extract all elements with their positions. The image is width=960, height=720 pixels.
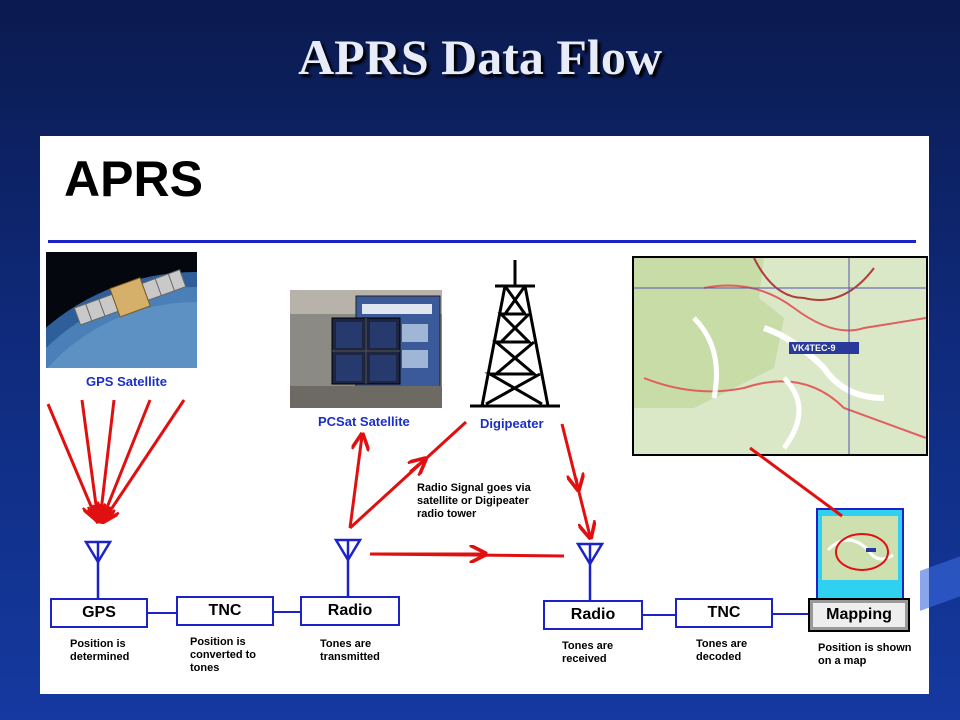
radio-receive-note: Tones are received bbox=[562, 640, 614, 665]
satellite-icon bbox=[46, 252, 197, 368]
digipeater-label: Digipeater bbox=[480, 416, 544, 431]
gps-note: Position is determined bbox=[70, 638, 130, 663]
radio-box-transmit: Radio bbox=[300, 596, 400, 626]
mapping-note: Position is shown on a map bbox=[818, 642, 912, 667]
tower-icon bbox=[470, 260, 560, 408]
gps-satellite-label: GPS Satellite bbox=[86, 374, 167, 389]
tnc-box-transmit: TNC bbox=[176, 596, 274, 626]
tnc-box-receive: TNC bbox=[675, 598, 773, 628]
diagram-lines bbox=[46, 260, 843, 616]
pcsat-satellite-image bbox=[290, 290, 442, 408]
link-lines bbox=[148, 611, 808, 616]
antenna-icon-transmit bbox=[333, 538, 363, 596]
antenna-icon-receive bbox=[575, 542, 605, 600]
radio-signal-note: Radio Signal goes via satellite or Digip… bbox=[417, 482, 531, 520]
antenna-icon bbox=[83, 540, 113, 598]
gps-satellite-image bbox=[46, 252, 197, 368]
map-thumbnail bbox=[816, 508, 904, 600]
cube-satellite-icon bbox=[290, 290, 442, 408]
map-icon bbox=[634, 258, 926, 454]
tnc-receive-note: Tones are decoded bbox=[696, 638, 748, 663]
signal-arrows bbox=[46, 399, 843, 556]
map-thumbnail-icon bbox=[822, 516, 898, 580]
radio-box-receive: Radio bbox=[543, 600, 643, 630]
pcsat-satellite-label: PCSat Satellite bbox=[318, 414, 410, 429]
map-image: VK4TEC-9 bbox=[632, 256, 928, 456]
panel-heading: APRS bbox=[64, 151, 203, 207]
map-callsign-label: VK4TEC-9 bbox=[792, 343, 836, 353]
gps-box: GPS bbox=[50, 598, 148, 628]
tnc-transmit-note: Position is converted to tones bbox=[190, 636, 257, 674]
mapping-box: Mapping bbox=[808, 598, 910, 632]
diagram-panel: APRS GPS Satellite bbox=[40, 136, 929, 694]
radio-transmit-note: Tones are transmitted bbox=[320, 638, 380, 663]
slide-title: APRS Data Flow bbox=[298, 29, 662, 85]
header-rule bbox=[48, 240, 916, 243]
